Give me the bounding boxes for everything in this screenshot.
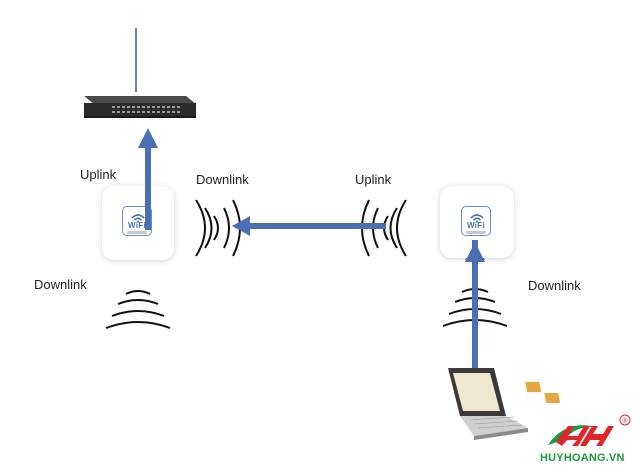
- label-downlink-right: Downlink: [528, 278, 581, 293]
- downlink-arrow-horizontal: [232, 216, 386, 236]
- wifi-symbol-icon: [131, 214, 145, 223]
- label-downlink-left: Downlink: [34, 277, 87, 292]
- huyhoang-logo-icon: ®: [548, 414, 631, 446]
- badge-bar: [127, 231, 147, 234]
- signal-waves-icon: [105, 290, 171, 329]
- label-uplink-left: Uplink: [80, 167, 117, 182]
- label-uplink-right: Uplink: [355, 172, 392, 187]
- wifi-badge-icon: WiFi: [461, 206, 491, 236]
- uplink-arrow-right: [465, 240, 485, 368]
- registered-mark: ®: [622, 417, 628, 425]
- watermark-text: HUYHOANG.VN: [540, 452, 625, 464]
- signal-waves-icon: [195, 199, 219, 257]
- access-point-left: WiFi: [102, 186, 174, 260]
- wifi-badge-label: WiFi: [466, 221, 485, 230]
- signal-waves-icon: [383, 199, 407, 257]
- laptop-icon: [448, 368, 561, 440]
- access-point-right: WiFi: [440, 186, 514, 258]
- badge-bar: [466, 231, 486, 234]
- wifi-symbol-icon: [470, 214, 484, 223]
- wifi-badge-icon: WiFi: [122, 206, 152, 236]
- wifi-badge-label: WiFi: [127, 221, 146, 230]
- network-switch-icon: [84, 96, 196, 118]
- label-downlink-top: Downlink: [196, 172, 249, 187]
